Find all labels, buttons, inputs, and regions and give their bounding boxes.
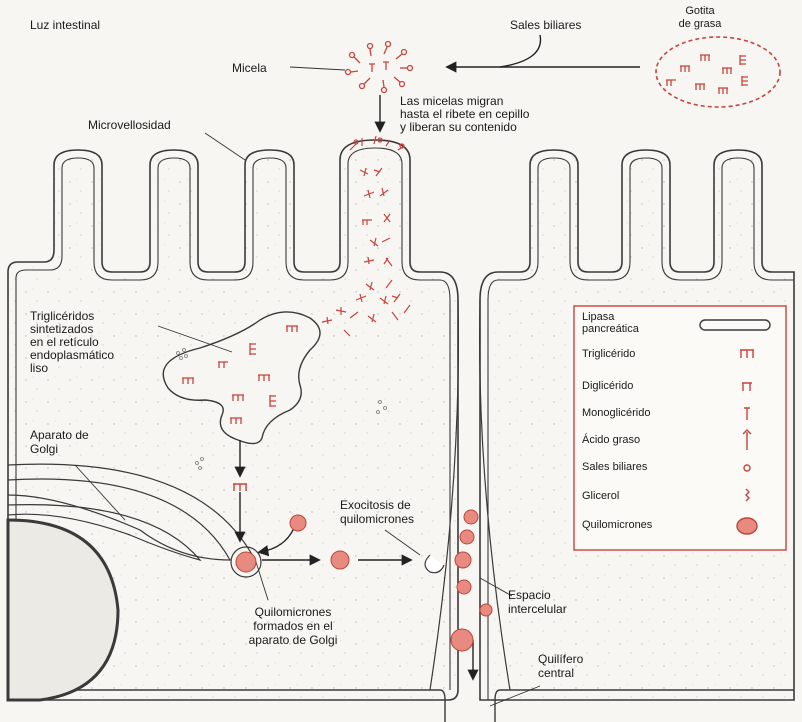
legend-monoglyceride-label: Monoglicérido xyxy=(582,407,650,419)
legend-lipase-label: Lipasa pancreática xyxy=(582,311,639,335)
golgi-chylomicron xyxy=(236,552,256,572)
legend-diglyceride-label: Diglicérido xyxy=(582,380,633,392)
smooth-er-label: Triglicéridos sintetizados en el retícul… xyxy=(30,310,114,375)
exocytosis-label: Exocitosis de quilomicrones xyxy=(340,498,414,526)
legend-box xyxy=(574,306,786,550)
bile-salts-label: Sales biliares xyxy=(510,18,581,32)
golgi-vesicle-chylomicron xyxy=(290,515,306,531)
central-lacteal-label: Quilífero central xyxy=(538,652,583,680)
legend-chylomicron-label: Quilomicrones xyxy=(582,519,652,531)
micelle-migration-label: Las micelas migran hasta el ribete en ce… xyxy=(400,95,529,134)
legend-glycerol-label: Glicerol xyxy=(582,490,619,502)
legend-triglyceride-label: Triglicérido xyxy=(582,348,635,360)
legend-bile-salt-label: Sales biliares xyxy=(582,461,647,473)
micelle-label: Micela xyxy=(232,61,267,75)
golgi-label: Aparato de Golgi xyxy=(30,428,89,456)
intercellular-space-label: Espacio intercelular xyxy=(508,588,567,616)
fat-droplet-label: Gotita de grasa xyxy=(662,5,738,31)
transport-chylomicron xyxy=(331,551,349,569)
golgi-chylomicrons-label: Quilomicrones formados en el aparato de … xyxy=(218,605,368,647)
microvillus-label: Microvellosidad xyxy=(88,118,171,132)
lumen-label: Luz intestinal xyxy=(30,18,100,32)
legend-fatty-acid-label: Ácido graso xyxy=(582,434,640,446)
chylomicron-icon xyxy=(737,518,757,534)
